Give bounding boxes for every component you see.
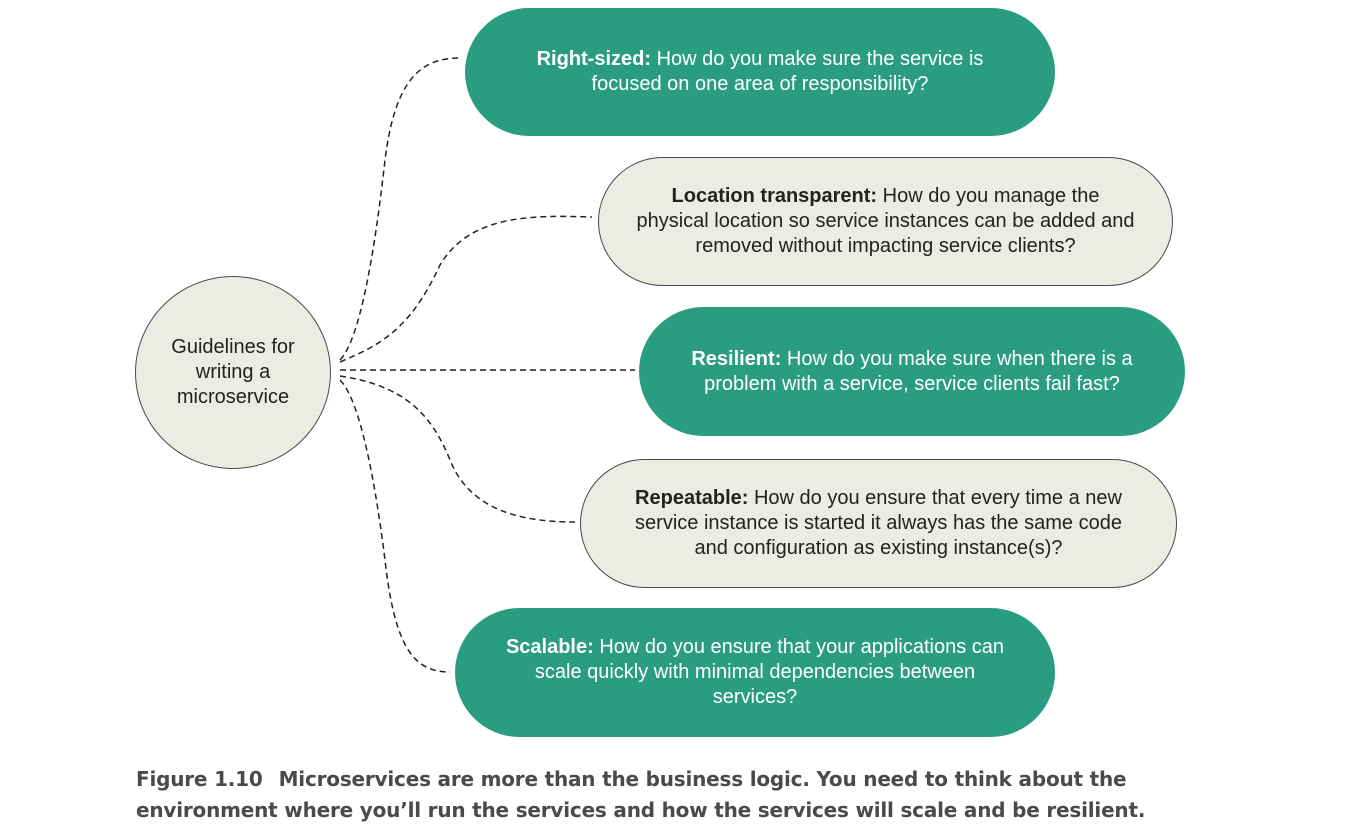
- connector-right-sized: [339, 57, 461, 361]
- guideline-text: How do you make sure when there is a pro…: [704, 347, 1133, 395]
- guideline-resilient: Resilient: How do you make sure when the…: [639, 307, 1185, 436]
- connector-scalable: [339, 379, 451, 673]
- guideline-repeatable: Repeatable: How do you ensure that every…: [580, 459, 1177, 588]
- figure-caption-text: Microservices are more than the business…: [136, 767, 1146, 822]
- figure-caption-label: Figure 1.10: [136, 767, 263, 791]
- guideline-scalable: Scalable: How do you ensure that your ap…: [455, 608, 1055, 737]
- guideline-title: Right-sized:: [536, 48, 652, 70]
- guideline-text: How do you manage the physical location …: [636, 185, 1135, 257]
- guideline-title: Repeatable:: [635, 487, 749, 509]
- guideline-right-sized: Right-sized: How do you make sure the se…: [465, 8, 1055, 136]
- guideline-text: How do you ensure that your applications…: [534, 636, 1005, 708]
- center-node: Guidelines for writing a microservice: [135, 276, 331, 469]
- connector-repeatable: [339, 375, 576, 523]
- guideline-text: How do you ensure that every time a new …: [635, 487, 1122, 559]
- guideline-location-transparent: Location transparent: How do you manage …: [598, 157, 1173, 286]
- guideline-title: Scalable:: [505, 636, 594, 658]
- connector-location-transparent: [339, 215, 593, 363]
- guideline-title: Resilient:: [691, 347, 782, 370]
- guideline-text: How do you make sure the service is focu…: [591, 48, 984, 95]
- center-node-label: Guidelines for writing a microservice: [171, 336, 295, 408]
- guideline-title: Location transparent:: [671, 185, 878, 207]
